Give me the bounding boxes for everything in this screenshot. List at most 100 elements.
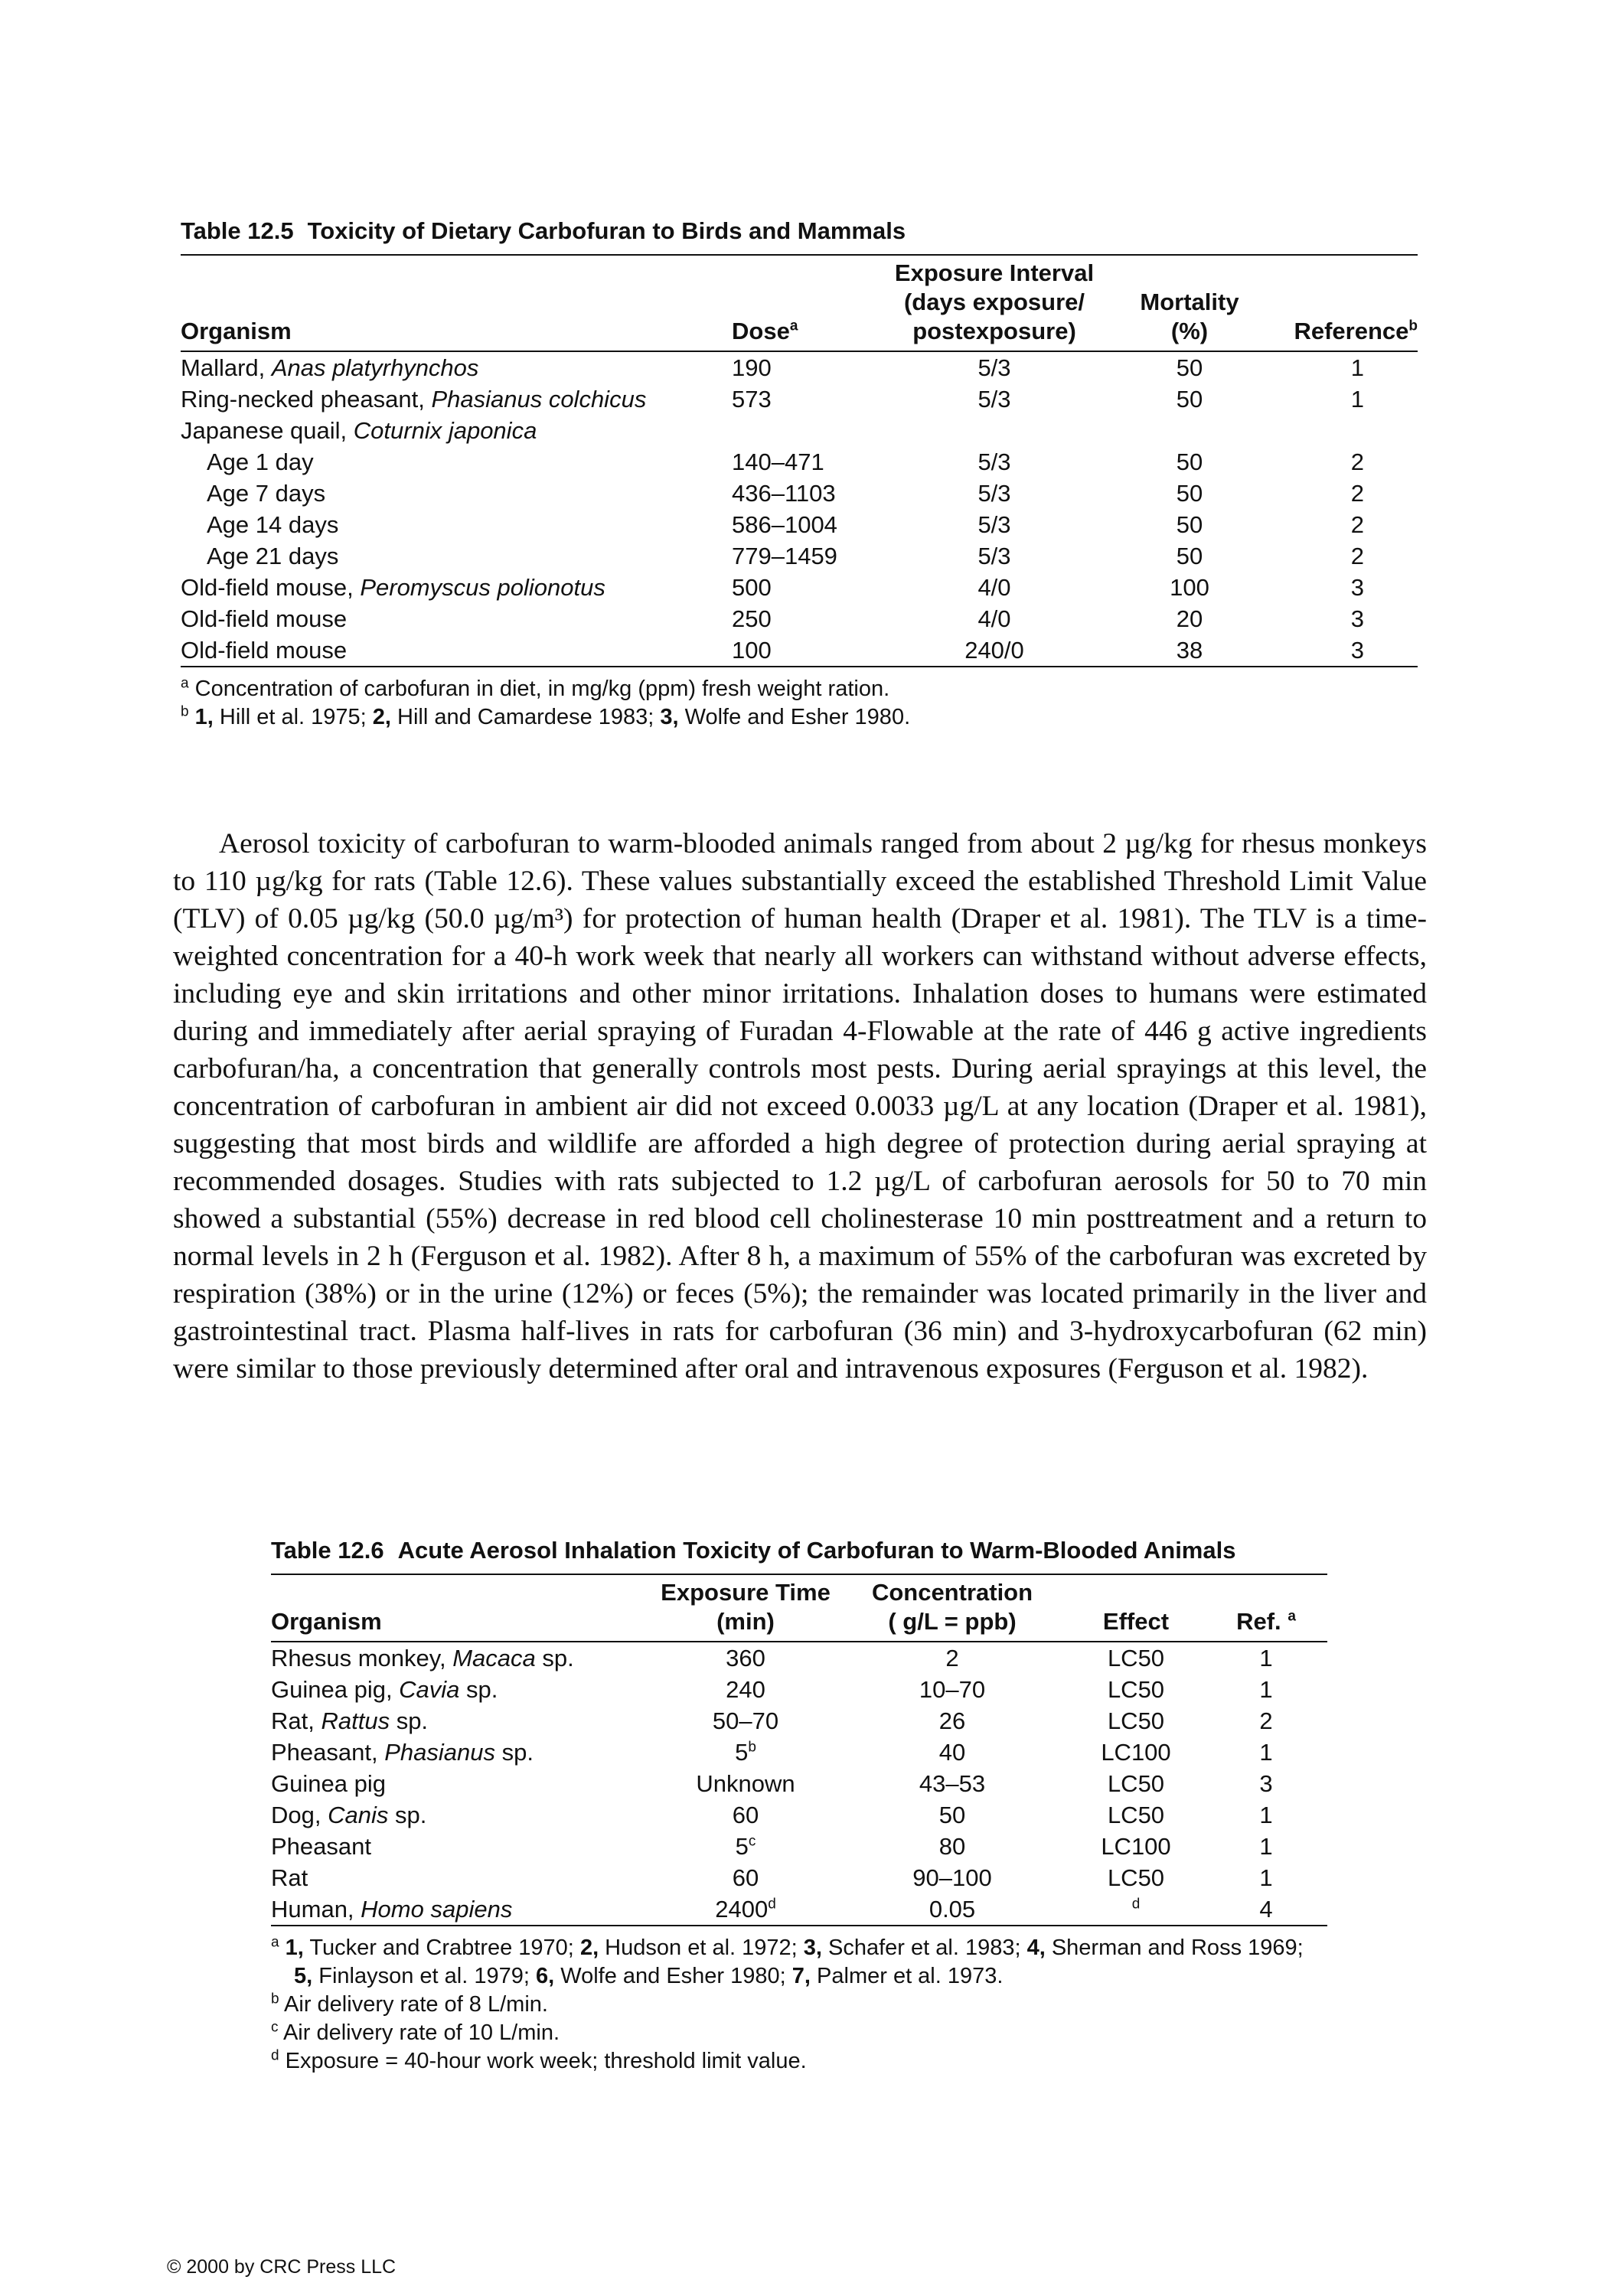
cell-reference: 2 <box>1350 480 1364 507</box>
copyright-notice: © 2000 by CRC Press LLC <box>167 2256 397 2278</box>
table-row: Rat, Rattus sp. 50–70 26 LC50 2 <box>271 1705 1327 1737</box>
cell-exposure-time: 360 <box>726 1645 765 1671</box>
cell-reference: 2 <box>1350 511 1364 538</box>
col-header-effect: Effect <box>1102 1608 1170 1635</box>
cell-dose <box>732 415 868 446</box>
col-header-organism: Organism <box>271 1608 382 1635</box>
footnote-b: b Air delivery rate of 8 L/min. <box>271 1991 548 2017</box>
cell-exposure: 4/0 <box>977 574 1011 601</box>
data-table: Organism Exposure Time(min) Concentratio… <box>271 1574 1327 1926</box>
cell-mortality: 50 <box>1176 448 1203 475</box>
cell-exposure: 4/0 <box>977 605 1011 632</box>
table-number: Table 12.6 <box>271 1537 384 1564</box>
cell-exposure: 5/3 <box>977 511 1011 538</box>
cell-exposure: 5/3 <box>977 386 1011 413</box>
cell-concentration: 43–53 <box>919 1770 986 1797</box>
cell-mortality: 100 <box>1170 574 1209 601</box>
table-row: Old-field mouse, Peromyscus polionotus 5… <box>181 572 1418 603</box>
cell-reference <box>1258 415 1418 446</box>
table-caption: Table 12.5 Toxicity of Dietary Carbofuran… <box>181 217 1418 245</box>
header-row: Organism Exposure Time(min) Concentratio… <box>271 1574 1327 1642</box>
cell-dose: 140–471 <box>732 448 824 475</box>
cell-exposure-time: 50–70 <box>712 1707 779 1734</box>
cell-organism: Rat <box>271 1864 308 1891</box>
cell-exposure: 5/3 <box>977 354 1011 381</box>
cell-exposure-time: 60 <box>732 1864 759 1891</box>
cell-concentration: 80 <box>938 1833 966 1860</box>
cell-dose: 500 <box>732 574 772 601</box>
table-number: Table 12.5 <box>181 217 294 244</box>
cell-mortality: 50 <box>1176 511 1203 538</box>
cell-dose: 100 <box>732 637 772 664</box>
cell-dose: 436–1103 <box>732 480 836 507</box>
table-title: Acute Aerosol Inhalation Toxicity of Car… <box>397 1537 1236 1564</box>
cell-organism: Old-field mouse <box>181 605 348 632</box>
cell-exposure-time: 5b <box>735 1739 756 1766</box>
cell-exposure-time: 5c <box>735 1833 756 1860</box>
cell-ref: 4 <box>1259 1896 1273 1923</box>
cell-organism: Rat, Rattus sp. <box>271 1707 429 1734</box>
cell-mortality: 50 <box>1176 543 1203 569</box>
cell-mortality: 38 <box>1176 637 1203 664</box>
cell-ref: 1 <box>1259 1802 1273 1828</box>
cell-effect: LC50 <box>1107 1707 1165 1734</box>
cell-concentration: 0.05 <box>929 1896 976 1923</box>
footnote-a: a 1, Tucker and Crabtree 1970; 2, Hudson… <box>271 1934 1304 1988</box>
cell-dose: 779–1459 <box>732 543 837 569</box>
cell-organism: Dog, Canis sp. <box>271 1802 427 1828</box>
cell-exposure: 240/0 <box>964 637 1024 664</box>
cell-effect: LC100 <box>1101 1739 1171 1766</box>
cell-organism: Age 14 days <box>207 511 339 538</box>
cell-effect: LC50 <box>1107 1864 1165 1891</box>
table-row: Ring-necked pheasant, Phasianus colchicu… <box>181 383 1418 415</box>
cell-ref: 1 <box>1259 1645 1273 1671</box>
table-row: Dog, Canis sp. 60 50 LC50 1 <box>271 1799 1327 1831</box>
cell-ref: 2 <box>1259 1707 1273 1734</box>
table-footnotes: a Concentration of carbofuran in diet, i… <box>181 675 1418 732</box>
cell-mortality: 50 <box>1176 386 1203 413</box>
cell-effect: LC100 <box>1101 1833 1171 1860</box>
cell-exposure-time: 60 <box>732 1802 759 1828</box>
table-row: Pheasant, Phasianus sp. 5b 40 LC100 1 <box>271 1737 1327 1768</box>
table-row: Pheasant 5c 80 LC100 1 <box>271 1831 1327 1862</box>
col-header-exposure-time: Exposure Time(min) <box>661 1579 831 1635</box>
header-row: Organism Dosea Exposure Interval(days ex… <box>181 255 1418 351</box>
table-row: Guinea pig Unknown 43–53 LC50 3 <box>271 1768 1327 1799</box>
cell-effect: LC50 <box>1107 1802 1165 1828</box>
table-title: Toxicity of Dietary Carbofuran to Birds … <box>307 217 906 244</box>
cell-ref: 1 <box>1259 1833 1273 1860</box>
cell-effect: LC50 <box>1107 1645 1165 1671</box>
table-row: Age 14 days 586–1004 5/3 50 2 <box>181 509 1418 540</box>
footnote-c: c Air delivery rate of 10 L/min. <box>271 2019 560 2045</box>
cell-mortality: 50 <box>1176 480 1203 507</box>
cell-organism: Old-field mouse <box>181 637 348 664</box>
cell-reference: 2 <box>1350 543 1364 569</box>
footnote-b: b 1, Hill et al. 1975; 2, Hill and Camar… <box>181 703 911 729</box>
table-12-6: Table 12.6 Acute Aerosol Inhalation Toxic… <box>271 1537 1327 2076</box>
cell-organism: Rhesus monkey, Macaca sp. <box>271 1645 574 1671</box>
cell-exposure: 5/3 <box>977 448 1011 475</box>
cell-exposure: 5/3 <box>977 480 1011 507</box>
table-row: Guinea pig, Cavia sp. 240 10–70 LC50 1 <box>271 1674 1327 1705</box>
cell-reference: 3 <box>1350 605 1364 632</box>
cell-ref: 1 <box>1259 1739 1273 1766</box>
cell-exposure-time: Unknown <box>696 1770 795 1797</box>
cell-exposure: 5/3 <box>977 543 1011 569</box>
cell-ref: 1 <box>1259 1676 1273 1703</box>
body-text: Aerosol toxicity of carbofuran to warm-b… <box>173 825 1427 1388</box>
cell-dose: 190 <box>732 354 772 381</box>
cell-ref: 3 <box>1259 1770 1273 1797</box>
cell-effect: LC50 <box>1107 1676 1165 1703</box>
table-footnotes: a 1, Tucker and Crabtree 1970; 2, Hudson… <box>271 1934 1327 2076</box>
cell-exposure-time: 2400d <box>715 1896 776 1923</box>
cell-dose: 573 <box>732 386 772 413</box>
table-caption: Table 12.6 Acute Aerosol Inhalation Toxic… <box>271 1537 1327 1564</box>
table-row: Old-field mouse 250 4/0 20 3 <box>181 603 1418 634</box>
cell-concentration: 2 <box>945 1645 959 1671</box>
cell-organism: Old-field mouse, Peromyscus polionotus <box>181 574 605 601</box>
cell-concentration: 26 <box>938 1707 966 1734</box>
cell-exposure-time: 240 <box>726 1676 765 1703</box>
cell-concentration: 40 <box>938 1739 966 1766</box>
body-paragraph: Aerosol toxicity of carbofuran to warm-b… <box>173 828 1427 1384</box>
col-header-mortality: Mortality(%) <box>1140 289 1239 344</box>
